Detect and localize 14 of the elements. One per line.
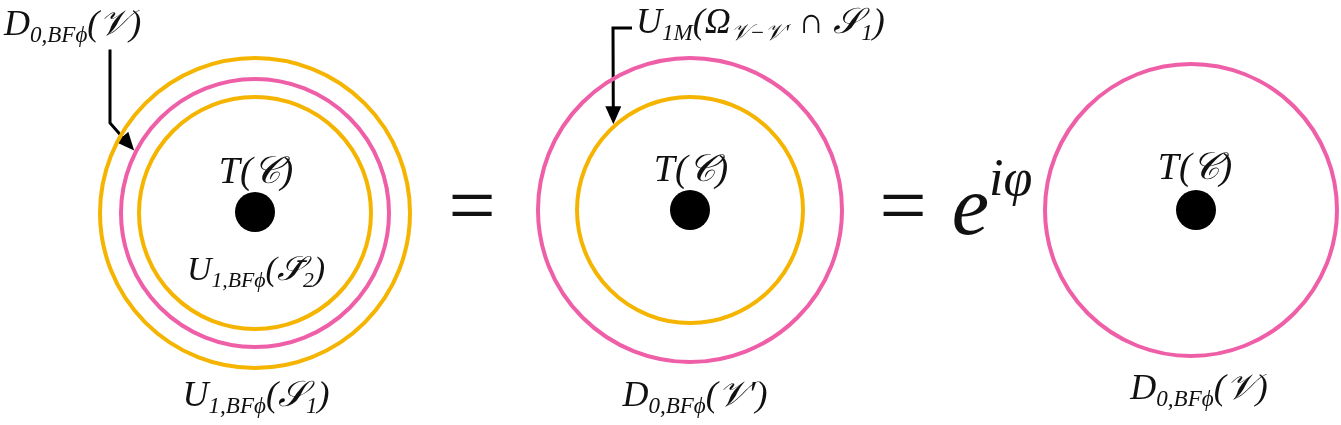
leader-arrow xyxy=(605,26,632,125)
circle-outline xyxy=(1043,62,1339,358)
math-label: U$_{1M}$(Ω$_{𝒱−𝒱′}$ ∩ 𝒮$_{1}$) xyxy=(636,2,885,42)
circle-outline xyxy=(536,56,844,364)
equation-text: = e$^{iφ}$ xyxy=(874,160,1033,253)
circle-outline xyxy=(119,77,391,349)
leader-arrow xyxy=(108,49,135,151)
circle-outline xyxy=(98,56,412,370)
equation-text: = xyxy=(443,160,500,253)
circle-outline xyxy=(137,95,373,331)
math-label: T(𝒞) xyxy=(218,150,294,192)
math-label: T(𝒞) xyxy=(1157,146,1233,188)
math-label: T(𝒞) xyxy=(653,148,729,190)
circle-outline xyxy=(575,95,805,325)
